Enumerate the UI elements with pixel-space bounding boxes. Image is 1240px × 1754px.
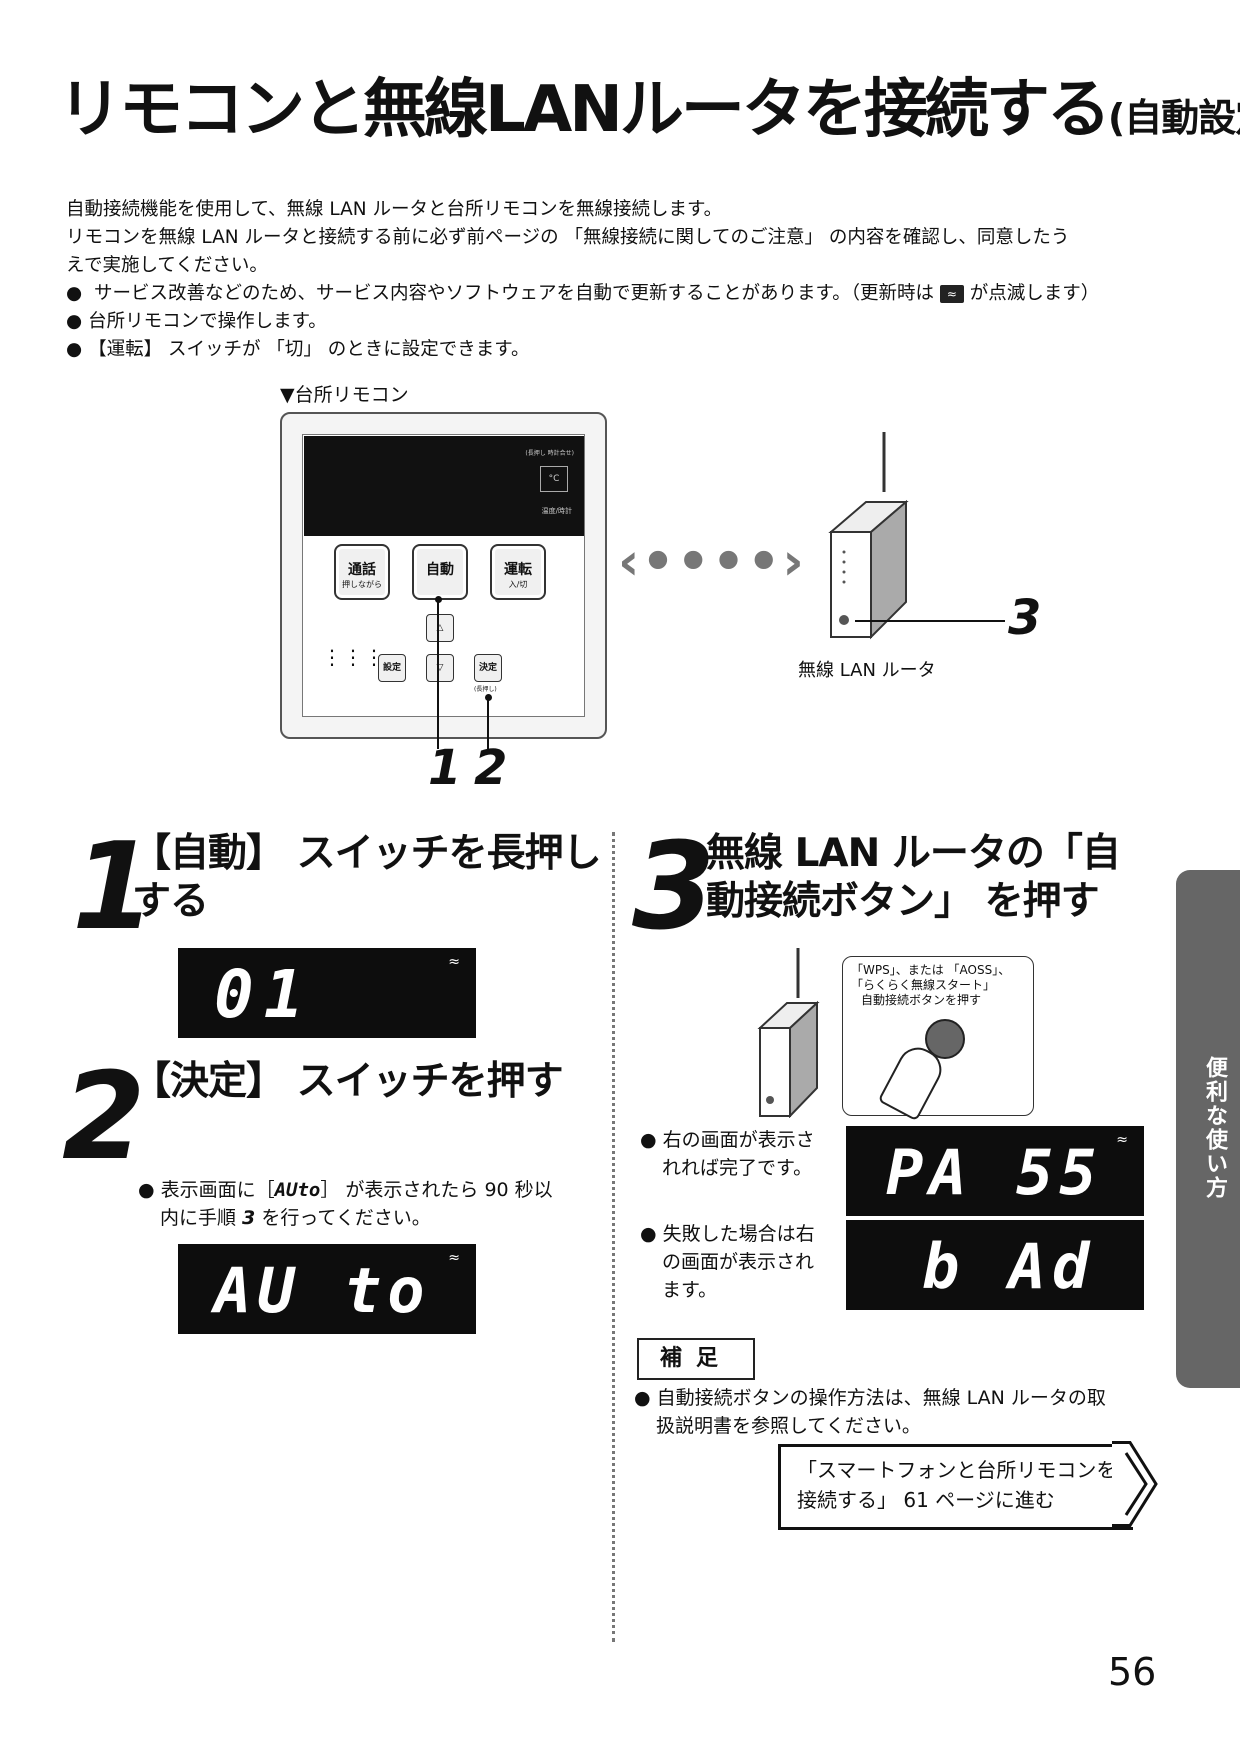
step-2-note: 表示画面に［AUto］ が表示されたら 90 秒以 内に手順 3 を行ってくださ… [138, 1176, 598, 1232]
wifi-icon: ≈ [1116, 1132, 1128, 1148]
router-illustration-small [757, 948, 820, 1118]
screen-bottom-label: 温度/時計 [541, 507, 572, 515]
ok-button: 決定 [474, 654, 502, 682]
callout-number-1: 1 [428, 740, 462, 796]
auto-button: 自動 [412, 544, 468, 600]
page-title: リモコンと無線LANルータを接続する(自動設定) [58, 78, 1240, 142]
page-title-main: リモコンと無線LANルータを接続する [58, 73, 1111, 147]
auto-connect-callout: 「WPS」、または 「AOSS」、 「らくらく無線スタート」 自動接続ボタンを押… [842, 956, 1034, 1122]
step-3-number: 3 [632, 818, 715, 957]
callout-line-3 [855, 620, 1005, 622]
success-note: 右の画面が表示さ れれば完了です。 [640, 1126, 840, 1182]
temp-clock-icon: °C [540, 466, 568, 492]
intro-line: えで実施してください。 [66, 255, 268, 276]
router-illustration [828, 432, 909, 640]
intro-bullet: サービス改善などのため、サービス内容やソフトウェアを自動で更新することがあります… [66, 280, 1176, 308]
run-button: 運転 入/切 [490, 544, 546, 600]
lcd-code-inline: AUto [274, 1179, 321, 1201]
failure-note: 失敗した場合は右 の画面が表示され ます。 [640, 1220, 840, 1304]
wifi-icon: ≈ [448, 954, 460, 970]
call-button: 通話 押しながら [334, 544, 390, 600]
step-2-title: 【決定】 スイッチを押す [132, 1059, 564, 1104]
callout-dot-2 [485, 694, 492, 701]
callout-line-2 [487, 696, 489, 751]
callout-number-3: 3 [1008, 590, 1042, 646]
kitchen-remote-illustration: (長押し 時計合せ) °C 温度/時計 通話 押しながら 自動 運転 入/切 △… [280, 412, 607, 751]
intro-text: 自動接続機能を使用して、無線 LAN ルータと台所リモコンを無線接続します。 リ… [66, 196, 1176, 364]
wireless-link-arrow-icon: ‹••••› [618, 532, 806, 592]
callout-number-2: 2 [474, 740, 508, 796]
wifi-icon: ≈ [448, 1250, 460, 1266]
step-1-title: 【自動】 スイッチを長押し する [132, 831, 602, 924]
lcd-display-auto: ≈ AU to [178, 1244, 476, 1334]
step-1-number: 1 [72, 818, 155, 957]
intro-bullet: 【運転】 スイッチが 「切」 のときに設定できます。 [66, 336, 1176, 364]
lcd-display-pass: ≈ PA 55 [846, 1126, 1144, 1216]
side-index-tab: 便利な使い方 [1176, 870, 1240, 1388]
supplement-label: 補足 [637, 1338, 755, 1380]
lock-label: (長押し) [474, 686, 497, 693]
intro-line: 自動接続機能を使用して、無線 LAN ルータと台所リモコンを無線接続します。 [66, 199, 723, 220]
page-number: 56 [1108, 1650, 1157, 1694]
setting-button: 設定 [378, 654, 406, 682]
page-title-sub: (自動設定) [1107, 96, 1240, 140]
intro-line: リモコンを無線 LAN ルータと接続する前に必ず前ページの 「無線接続に関しての… [66, 227, 1070, 248]
lcd-display-01: ≈ 01 [178, 948, 476, 1038]
screen-top-label: (長押し 時計合せ) [525, 450, 574, 457]
step-3-title: 無線 LAN ルータの「自 動接続ボタン」 を押す [706, 831, 1121, 924]
step-2-number: 2 [62, 1048, 145, 1187]
supplement-text: 自動接続ボタンの操作方法は、無線 LAN ルータの取 扱説明書を参照してください… [634, 1384, 1164, 1440]
column-divider [612, 832, 615, 1642]
callout-line-1 [437, 599, 439, 749]
router-label: 無線 LAN ルータ [798, 660, 936, 681]
diagram-caption: ▼台所リモコン [280, 384, 409, 406]
speaker-icon: ⋮⋮⋮ [322, 645, 385, 669]
up-key-icon: △ [426, 614, 454, 642]
chevron-right-icon [1112, 1441, 1158, 1527]
lcd-display-bad: b Ad [846, 1220, 1144, 1310]
intro-bullet: 台所リモコンで操作します。 [66, 308, 1176, 336]
callout-dot-1 [435, 596, 442, 603]
down-key-icon: ▽ [426, 654, 454, 682]
remote-screen: (長押し 時計合せ) °C 温度/時計 [304, 436, 584, 536]
next-page-link[interactable]: 「スマートフォンと台所リモコンを 接続する」 61 ページに進む [778, 1444, 1133, 1530]
wifi-update-icon: ≈ [939, 285, 964, 303]
